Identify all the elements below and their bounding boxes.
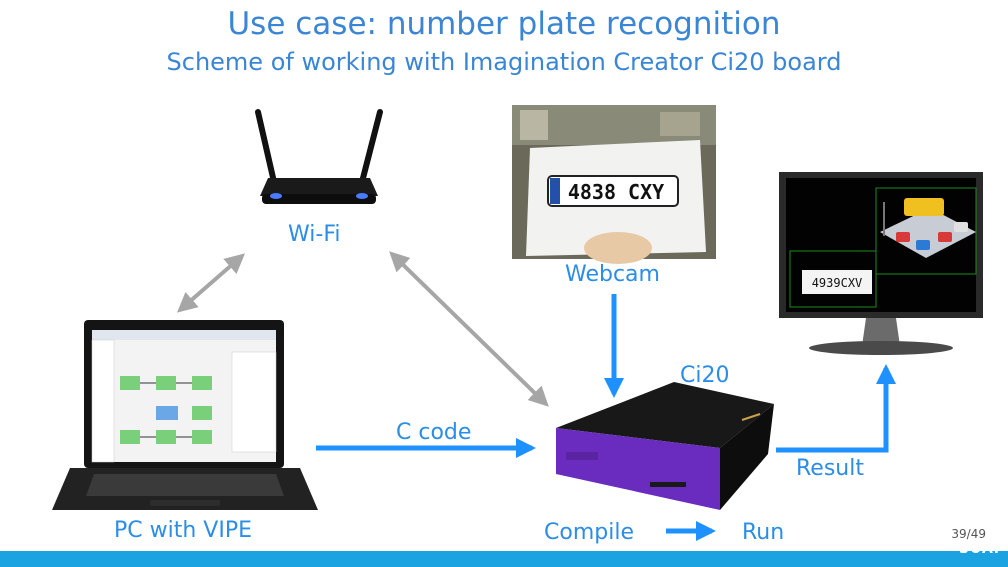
run-label: Run <box>742 520 785 545</box>
ci20-board-icon <box>556 382 774 510</box>
c-code-label: C code <box>396 420 472 445</box>
webcam-plate-text: 4838 CXY <box>568 180 664 204</box>
webcam-label: Webcam <box>565 262 660 287</box>
pc-wifi-link-arrow <box>176 253 246 313</box>
footer-bar <box>0 551 1008 567</box>
suai-logo: SUAI <box>958 541 1000 557</box>
laptop-icon <box>52 320 318 510</box>
webcam-photo: 4838 CXY <box>512 105 716 264</box>
ci20-label: Ci20 <box>680 363 730 388</box>
slide-title: Use case: number plate recognition <box>227 6 781 42</box>
monitor-plate-text: 4939CXV <box>812 276 863 290</box>
result-arrow <box>776 364 896 453</box>
wifi-ci20-link-arrow <box>389 251 549 407</box>
slide-subtitle: Scheme of working with Imagination Creat… <box>166 48 842 76</box>
result-label: Result <box>796 456 864 481</box>
wifi-label: Wi-Fi <box>288 222 341 247</box>
wifi-router-icon <box>255 109 383 204</box>
monitor-icon: 4939CXV <box>779 172 983 355</box>
compile-label: Compile <box>544 520 634 545</box>
page-number: 39/49 <box>951 527 986 541</box>
pc-label: PC with VIPE <box>114 518 252 543</box>
